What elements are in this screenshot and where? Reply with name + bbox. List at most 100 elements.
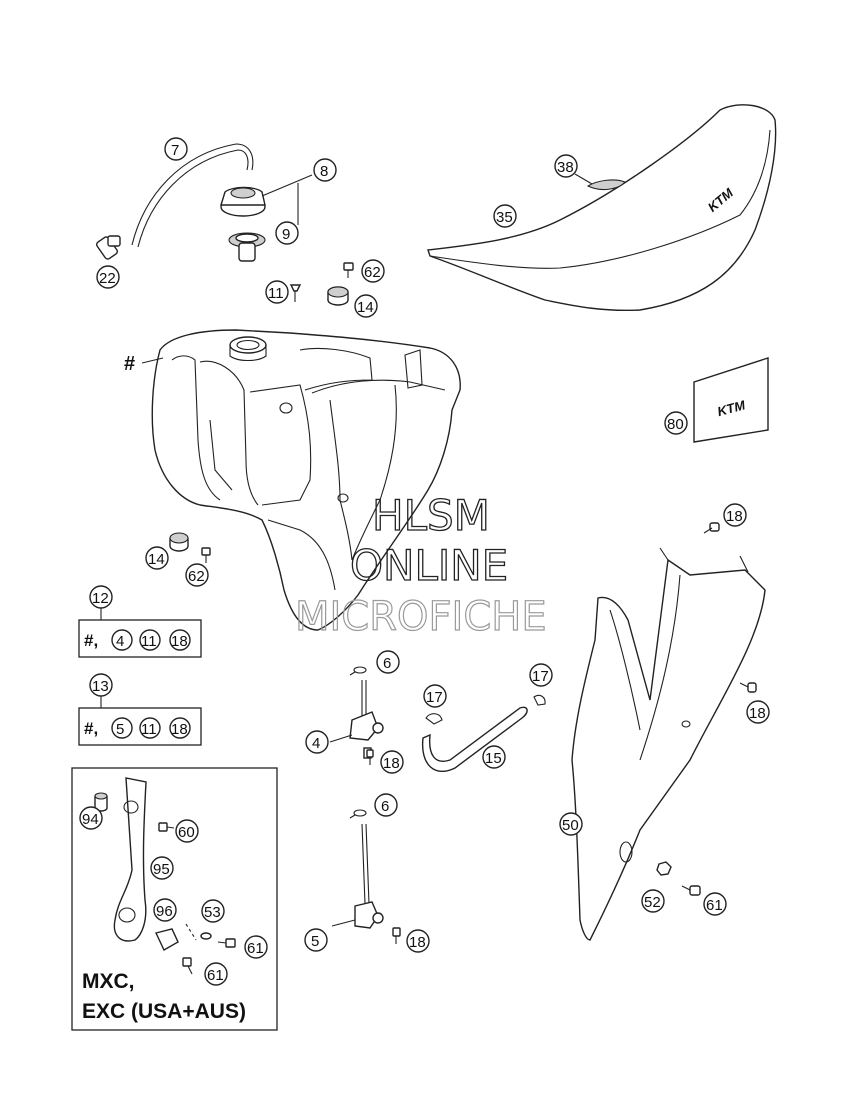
spoiler-nut xyxy=(656,861,672,876)
callout-8: 8 xyxy=(313,158,337,182)
svg-text:94: 94 xyxy=(82,811,99,828)
svg-text:18: 18 xyxy=(383,755,400,772)
svg-text:80: 80 xyxy=(667,416,684,433)
bracket-bushing xyxy=(94,792,108,812)
callout-62-lower: 62 xyxy=(185,563,209,587)
svg-text:14: 14 xyxy=(357,299,374,316)
callout-14-top: 14 xyxy=(354,294,378,318)
kit13-item-2: 11 xyxy=(141,721,157,738)
callout-95: 95 xyxy=(150,856,174,880)
tank-bracket xyxy=(113,777,147,942)
tank-marker: # xyxy=(124,353,135,375)
callout-17-right: 17 xyxy=(529,663,553,687)
watermark-line1: HLSM xyxy=(372,491,490,540)
svg-text:8: 8 xyxy=(320,163,328,180)
hose-clamp xyxy=(425,713,443,725)
callout-22: 22 xyxy=(96,265,120,289)
filler-cap xyxy=(220,186,266,217)
callout-7: 7 xyxy=(164,137,188,161)
svg-text:53: 53 xyxy=(204,904,221,921)
svg-text:96: 96 xyxy=(156,903,173,920)
bracket-holder xyxy=(155,928,179,951)
callout-18-tap5: 18 xyxy=(406,929,430,953)
tank-screw xyxy=(289,284,302,302)
svg-text:61: 61 xyxy=(247,940,264,957)
fuel-hose xyxy=(131,143,254,248)
spoiler-bolt xyxy=(681,885,701,896)
callout-35: 35 xyxy=(493,204,517,228)
variant-box xyxy=(71,767,278,1031)
svg-text:12: 12 xyxy=(92,590,109,607)
callout-50: 50 xyxy=(559,812,583,836)
callout-13: 13 xyxy=(89,673,113,697)
rubber-spacer-lower xyxy=(169,532,189,552)
svg-text:50: 50 xyxy=(562,817,579,834)
callout-61-lower: 61 xyxy=(204,962,228,986)
callout-18-tap4: 18 xyxy=(380,750,404,774)
svg-text:18: 18 xyxy=(409,934,426,951)
hose-clamp-upper xyxy=(533,694,546,706)
callout-18-top: 18 xyxy=(723,503,747,527)
kit13-prefix: #, xyxy=(84,719,98,738)
seat: KTM xyxy=(427,104,777,312)
spoiler-screw-mid xyxy=(739,682,757,693)
spacer-screw-lower xyxy=(201,547,211,563)
svg-text:14: 14 xyxy=(148,551,165,568)
callout-5: 5 xyxy=(304,928,328,952)
bracket-washer xyxy=(200,932,212,940)
variant-line2: EXC (USA+AUS) xyxy=(82,1000,246,1023)
bracket-screw xyxy=(158,822,175,832)
callout-6-lower: 6 xyxy=(374,793,398,817)
rubber-spacer xyxy=(327,286,349,306)
callout-52: 52 xyxy=(641,889,665,913)
callout-4: 4 xyxy=(305,730,329,754)
bracket-bolt-lower xyxy=(182,957,193,975)
callout-9: 9 xyxy=(275,221,299,245)
decal-logo: KTM xyxy=(716,397,748,419)
svg-text:60: 60 xyxy=(178,824,195,841)
variant-line1: MXC, xyxy=(82,970,135,993)
fuel-tap-long xyxy=(349,809,384,929)
hose-fitting xyxy=(96,235,121,260)
cap-seal xyxy=(228,232,266,262)
callout-6-upper: 6 xyxy=(376,650,400,674)
svg-text:22: 22 xyxy=(99,270,116,287)
callout-53: 53 xyxy=(201,899,225,923)
tap-screw xyxy=(392,927,401,944)
svg-text:38: 38 xyxy=(557,159,574,176)
kit12-item-3: 18 xyxy=(171,633,188,650)
watermark-line3: MICROFICHE xyxy=(295,594,547,640)
callout-18-spoiler: 18 xyxy=(746,700,770,724)
svg-text:61: 61 xyxy=(706,897,723,914)
kit13-item-3: 18 xyxy=(171,721,188,738)
svg-text:9: 9 xyxy=(282,226,290,243)
svg-text:35: 35 xyxy=(496,209,513,226)
kit12-item-2: 11 xyxy=(141,633,157,650)
svg-text:18: 18 xyxy=(726,508,743,525)
svg-text:6: 6 xyxy=(381,798,389,815)
spoiler-screw-top xyxy=(703,522,720,534)
svg-text:62: 62 xyxy=(188,568,205,585)
kit12-item-1: 4 xyxy=(116,633,124,650)
svg-text:4: 4 xyxy=(312,735,320,752)
svg-text:6: 6 xyxy=(383,655,391,672)
tap-screw-upper xyxy=(366,749,374,765)
callout-14-lower: 14 xyxy=(145,546,169,570)
svg-text:62: 62 xyxy=(364,264,381,281)
svg-text:7: 7 xyxy=(171,142,179,159)
spacer-screw xyxy=(343,262,354,278)
kit12-prefix: #, xyxy=(84,631,98,650)
kit13-item-1: 5 xyxy=(116,721,124,738)
side-spoiler xyxy=(571,547,766,941)
svg-text:17: 17 xyxy=(426,689,443,706)
fuel-tap xyxy=(349,666,384,759)
callout-80: 80 xyxy=(664,411,688,435)
callout-15: 15 xyxy=(482,745,506,769)
callout-38: 38 xyxy=(554,154,578,178)
svg-text:18: 18 xyxy=(749,705,766,722)
callout-61-bracket: 61 xyxy=(244,935,268,959)
watermark: HLSM ONLINE MICROFICHE xyxy=(294,490,547,640)
callout-61-spoiler: 61 xyxy=(703,892,727,916)
svg-text:95: 95 xyxy=(153,861,170,878)
